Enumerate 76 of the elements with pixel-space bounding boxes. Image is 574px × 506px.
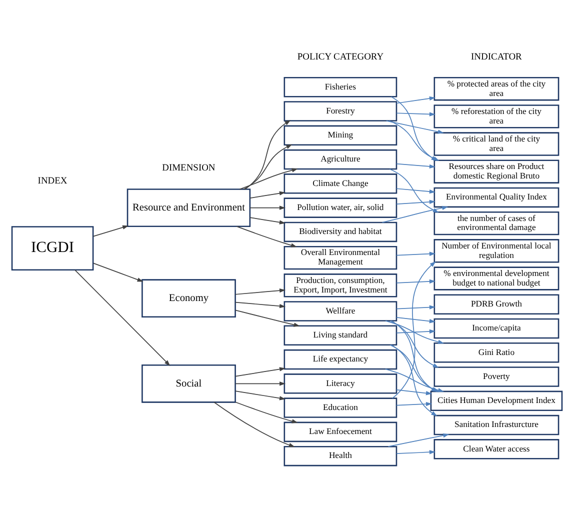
node-box: Wellfare bbox=[284, 300, 398, 321]
arrow bbox=[74, 269, 170, 366]
node-box: Clean Water access bbox=[434, 438, 560, 459]
node-box: Number of Environmental local regulation bbox=[434, 238, 560, 262]
node-box: the number of cases of environmental damage bbox=[434, 210, 560, 235]
arrow bbox=[214, 401, 295, 447]
arrow bbox=[234, 288, 286, 294]
label: DIMENSION bbox=[162, 163, 216, 174]
node-box: Literacy bbox=[284, 373, 398, 394]
node-box: Resource and Environment bbox=[126, 188, 251, 226]
arrow bbox=[396, 96, 436, 104]
label: INDICATOR bbox=[471, 52, 522, 62]
node-box: Law Enfoecement bbox=[284, 421, 398, 442]
arrow bbox=[389, 168, 439, 212]
arrow bbox=[234, 381, 286, 386]
node-box: Economy bbox=[142, 278, 236, 317]
node-box: Fisheries bbox=[284, 76, 398, 97]
arrow bbox=[396, 450, 436, 454]
arrow bbox=[243, 144, 292, 190]
arrow bbox=[92, 224, 129, 236]
node-box: Agriculture bbox=[284, 148, 398, 170]
node-box: Resources share on Product domestic Regional Bruto bbox=[434, 159, 560, 183]
node-box: Gini Ratio bbox=[434, 342, 560, 362]
node-box: Pollution water, air, solid bbox=[284, 197, 398, 218]
arrow bbox=[234, 390, 286, 400]
node-box: Mining bbox=[284, 124, 398, 146]
node-box: Education bbox=[284, 397, 398, 418]
node-box: % environmental development budget to national budget bbox=[434, 266, 560, 290]
arrow bbox=[396, 162, 436, 168]
arrow bbox=[388, 432, 450, 446]
arrow bbox=[250, 190, 286, 198]
arrow bbox=[396, 328, 436, 334]
node-box: Environmental Quality Index bbox=[434, 186, 560, 208]
arrow bbox=[396, 188, 436, 194]
arrow bbox=[235, 401, 298, 423]
arrow bbox=[396, 401, 432, 406]
arrow bbox=[392, 260, 436, 398]
node-box: Overall Environmental Management bbox=[284, 245, 398, 270]
arrow bbox=[239, 168, 298, 190]
node-box: Cities Human Development Index bbox=[430, 390, 563, 411]
node-box: Life expectancy bbox=[284, 348, 398, 370]
node-box: ICGDI bbox=[11, 226, 94, 270]
label: INDEX bbox=[38, 176, 68, 186]
node-box: % protected areas of the city area bbox=[434, 76, 560, 100]
arrow bbox=[390, 320, 439, 368]
label: POLICY CATEGORY bbox=[297, 52, 384, 62]
arrow bbox=[250, 216, 286, 224]
arrow bbox=[386, 120, 444, 134]
arrow bbox=[396, 278, 436, 284]
arrow bbox=[396, 388, 432, 395]
arrow bbox=[396, 251, 436, 256]
arrow bbox=[92, 262, 144, 282]
node-box: Forestry bbox=[284, 100, 398, 121]
arrow bbox=[234, 309, 300, 326]
node-box: Living standard bbox=[284, 324, 398, 346]
node-box: Income/capita bbox=[434, 318, 560, 338]
node-box: Health bbox=[284, 445, 398, 466]
arrow bbox=[244, 120, 291, 190]
arrow bbox=[236, 226, 298, 247]
node-box: % reforestation of the city area bbox=[434, 104, 560, 128]
arrow bbox=[385, 320, 444, 344]
node-box: Climate Change bbox=[284, 173, 398, 194]
node-box: Sanitation Infrasturcture bbox=[434, 414, 560, 435]
node-box: Poverty bbox=[434, 366, 560, 386]
arrow bbox=[234, 301, 286, 308]
arrow bbox=[234, 366, 286, 376]
arrow bbox=[396, 304, 436, 309]
node-box: Biodiversity and habitat bbox=[284, 221, 398, 242]
node-box: Production, consumption, Export, Import, Investment bbox=[284, 273, 398, 297]
node-box: % critical land of the city area bbox=[434, 132, 560, 156]
arrow bbox=[396, 199, 436, 204]
arrow bbox=[250, 205, 286, 210]
node-box: Social bbox=[142, 364, 236, 402]
node-box: PDRB Growth bbox=[434, 294, 560, 314]
arrow bbox=[396, 316, 436, 323]
arrow bbox=[396, 112, 436, 116]
